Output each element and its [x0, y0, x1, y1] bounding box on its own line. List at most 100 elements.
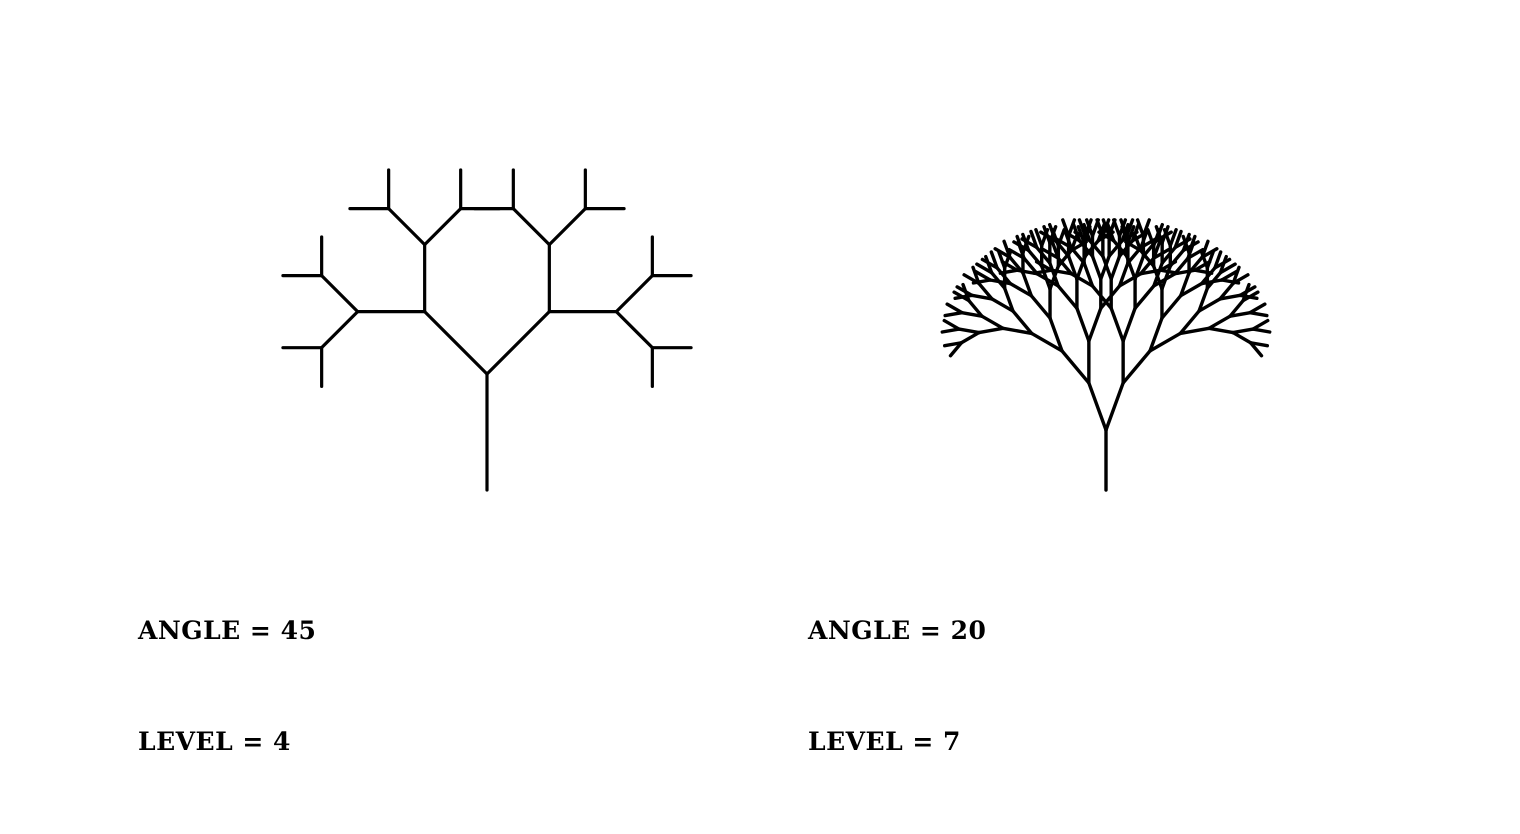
- right-tree-branch: [942, 341, 964, 348]
- right-tree-branch: [1035, 272, 1060, 288]
- right-tree-branch: [1125, 218, 1135, 238]
- right-tree-branch: [1151, 227, 1162, 248]
- right-tree-branch: [1000, 260, 1019, 272]
- right-tree-branch: [1060, 349, 1091, 385]
- right-tree-branch: [1112, 218, 1122, 238]
- right-tree-branch: [1138, 268, 1163, 276]
- right-tree-branch: [1231, 265, 1241, 286]
- right-tree-branch: [975, 262, 994, 275]
- right-tree-branch: [960, 310, 984, 318]
- right-tree-branch: [1029, 294, 1052, 320]
- right-tree-branch: [1104, 381, 1125, 432]
- right-tree-branch: [1041, 247, 1060, 260]
- right-tree-branch: [1101, 254, 1113, 281]
- right-tree-branch: [1133, 232, 1143, 253]
- left-tree-branch: [547, 207, 587, 247]
- right-tree-branch: [1133, 254, 1146, 281]
- right-tree-branch: [1034, 260, 1054, 272]
- left-tree-branch: [320, 310, 360, 350]
- left-tree-branch: [614, 274, 654, 314]
- right-tree-branch: [1133, 284, 1156, 310]
- right-tree-branch: [1121, 349, 1152, 385]
- right-tree-branch: [1090, 284, 1113, 310]
- right-tree-branch: [1178, 326, 1211, 336]
- right-tree-branch: [1011, 309, 1034, 336]
- left-tree-branch: [423, 207, 463, 247]
- right-tree-branch: [945, 302, 964, 315]
- right-tree-branch: [1109, 306, 1125, 343]
- right-tree-branch: [977, 281, 994, 301]
- right-tree-branch: [1199, 250, 1210, 270]
- right-tree-branch: [1069, 245, 1086, 265]
- right-tree-branch: [1053, 238, 1071, 258]
- left-tree-branch: [614, 310, 654, 350]
- right-tree-branch: [1056, 256, 1074, 276]
- right-tree-branch: [1048, 261, 1060, 288]
- right-tree-branch: [1048, 316, 1064, 353]
- right-tree-branch: [1138, 256, 1156, 276]
- right-tree-branch: [1162, 227, 1173, 248]
- right-tree-branch: [977, 326, 1005, 335]
- right-tree-branch: [1032, 268, 1054, 275]
- right-tree-branch: [940, 327, 961, 334]
- right-tree-branch: [1069, 272, 1095, 288]
- right-tree-branch: [1231, 273, 1250, 286]
- right-tree-branch: [1088, 238, 1105, 258]
- right-tree-branch: [988, 278, 1012, 286]
- left-tree-branch: [485, 310, 551, 376]
- right-tree-branch: [1073, 230, 1092, 243]
- right-tree-branch: [1148, 331, 1182, 353]
- right-tree-branch: [959, 330, 981, 345]
- right-tree-branch: [989, 250, 999, 270]
- right-tree-branch: [1035, 245, 1052, 265]
- right-tree-branch: [1030, 331, 1064, 353]
- right-tree-branch: [1173, 256, 1190, 276]
- right-tree-branch: [1207, 326, 1235, 335]
- caption-left: ANGLE = 45 LEVEL = 4: [138, 538, 316, 834]
- right-tree-branch: [970, 293, 994, 301]
- right-tree-branch: [1090, 254, 1103, 281]
- right-tree-branch: [1050, 240, 1060, 260]
- right-tree-branch: [980, 257, 999, 270]
- right-tree-branch: [1207, 314, 1232, 331]
- right-tree-branch: [1106, 222, 1116, 243]
- right-tree-branch: [1087, 306, 1103, 343]
- right-tree-branch: [1039, 230, 1058, 243]
- right-tree-branch: [1173, 229, 1183, 250]
- caption-right: ANGLE = 20 LEVEL = 7: [808, 538, 986, 834]
- right-tree-branch: [1002, 239, 1012, 259]
- right-tree-branch: [1135, 218, 1146, 238]
- right-tree-branch: [1002, 286, 1015, 313]
- right-tree-branch: [1197, 286, 1210, 313]
- right-tree-branch: [1054, 237, 1073, 250]
- right-tree-branch: [1218, 262, 1237, 275]
- right-tree-branch: [1178, 309, 1201, 336]
- right-tree-branch: [1248, 341, 1270, 348]
- right-tree-branch: [1218, 254, 1228, 275]
- right-tree-branch: [1077, 218, 1087, 238]
- angle-label-right: ANGLE = 20: [808, 616, 987, 645]
- right-tree-branch: [1231, 330, 1253, 345]
- right-tree-branch: [1117, 261, 1130, 288]
- right-tree-branch: [1205, 250, 1215, 270]
- right-tree-branch: [1029, 229, 1039, 250]
- right-tree-branch: [1007, 247, 1026, 260]
- right-tree-branch: [1001, 326, 1034, 336]
- right-tree-branch: [995, 266, 1012, 286]
- right-tree-branch: [1087, 381, 1108, 432]
- right-tree-branch: [1248, 310, 1269, 318]
- right-tree-branch: [1228, 298, 1245, 318]
- right-tree-branch: [1125, 254, 1137, 281]
- right-tree-branch: [967, 298, 984, 318]
- level-label-right: LEVEL = 7: [808, 727, 961, 756]
- right-tree-branch: [1187, 255, 1204, 275]
- right-tree-branch: [1151, 264, 1164, 291]
- right-tree-branch: [957, 327, 981, 335]
- figure-canvas: [281, 168, 1272, 492]
- right-tree-branch: [1241, 290, 1260, 303]
- right-tree-branch: [1099, 254, 1111, 281]
- right-tree-branch: [1248, 341, 1264, 358]
- right-tree-branch: [1126, 225, 1136, 245]
- right-tree-branch: [1075, 306, 1091, 343]
- right-tree-branch: [1251, 318, 1270, 331]
